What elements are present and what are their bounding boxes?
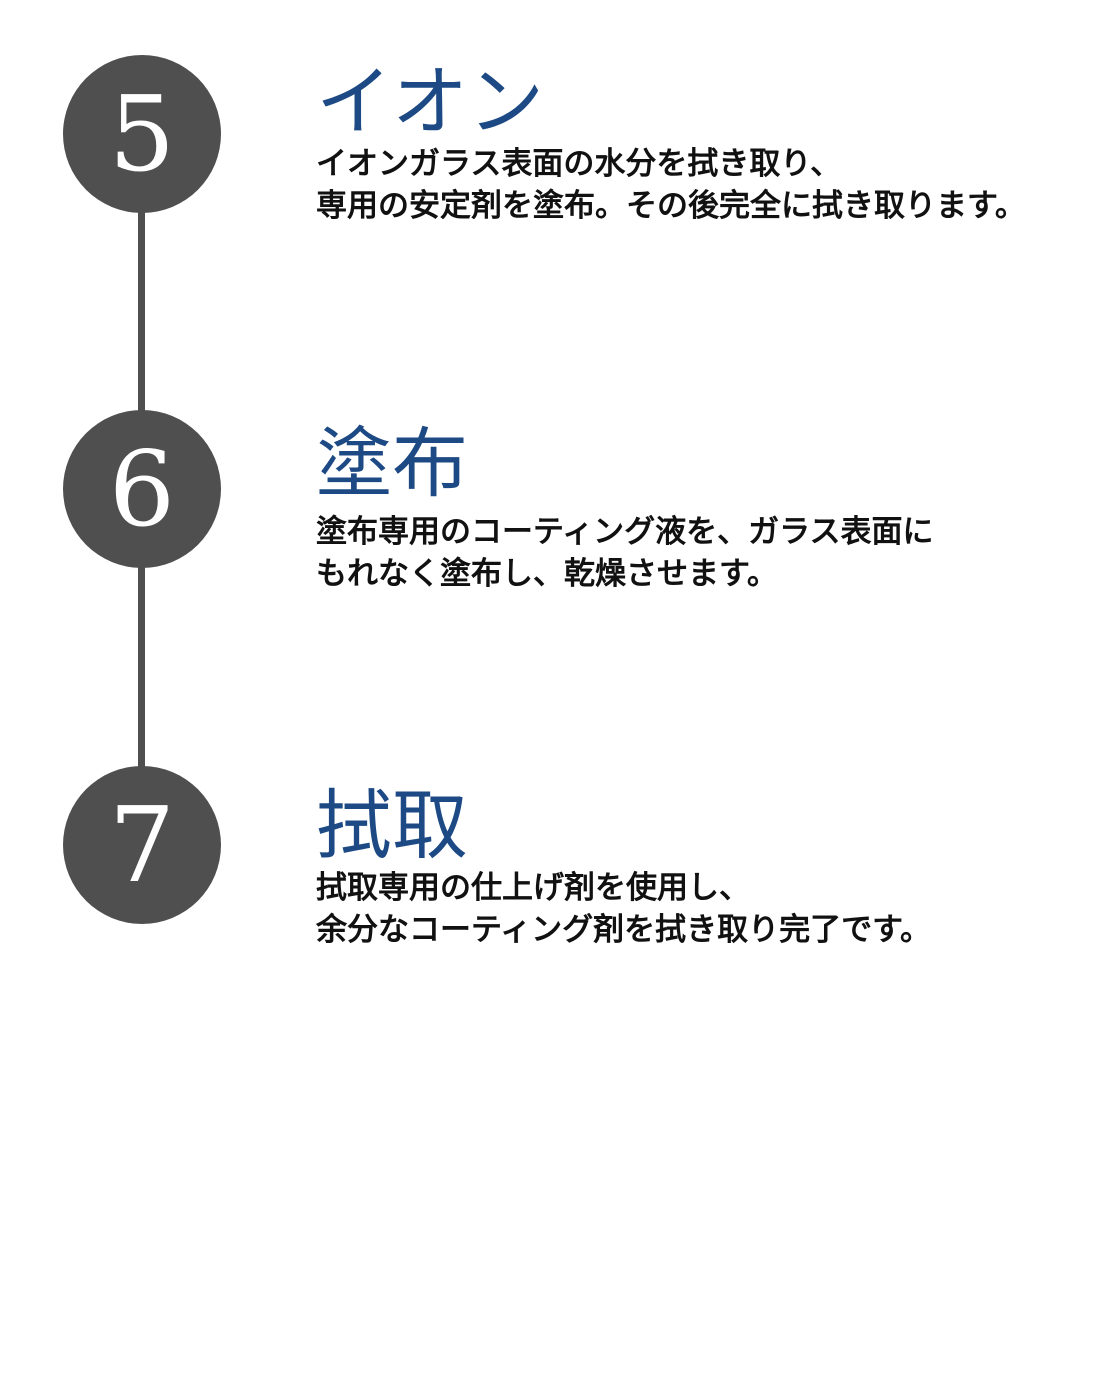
step-number-circle: 6 xyxy=(63,410,221,568)
step-description: イオンガラス表面の水分を拭き取り、 専用の安定剤を塗布。その後完全に拭き取ります… xyxy=(316,143,1096,227)
step-description: 拭取専用の仕上げ剤を使用し、 余分なコーティング剤を拭き取り完了です。 xyxy=(316,867,1096,951)
step-number: 7 xyxy=(108,784,176,906)
step-description-line: 余分なコーティング剤を拭き取り完了です。 xyxy=(316,912,932,948)
step-description-line: 塗布専用のコーティング液を、ガラス表面に xyxy=(316,514,934,550)
step-description-line: 専用の安定剤を塗布。その後完全に拭き取ります。 xyxy=(316,188,1026,224)
step-number: 5 xyxy=(108,73,176,195)
step-title: 拭取 xyxy=(316,781,468,870)
step-title: 塗布 xyxy=(316,419,468,508)
step-connector-5-6 xyxy=(138,200,145,425)
step-number: 6 xyxy=(108,428,176,550)
step-description-line: 拭取専用の仕上げ剤を使用し、 xyxy=(316,870,750,906)
step-description-line: イオンガラス表面の水分を拭き取り、 xyxy=(316,146,842,182)
step-description-line: もれなく塗布し、乾燥させます。 xyxy=(316,556,778,592)
step-connector-6-7 xyxy=(138,555,145,780)
step-number-circle: 7 xyxy=(63,766,221,924)
step-number-circle: 5 xyxy=(63,55,221,213)
step-title: イオン xyxy=(316,57,544,146)
step-description: 塗布専用のコーティング液を、ガラス表面に もれなく塗布し、乾燥させます。 xyxy=(316,511,1096,595)
